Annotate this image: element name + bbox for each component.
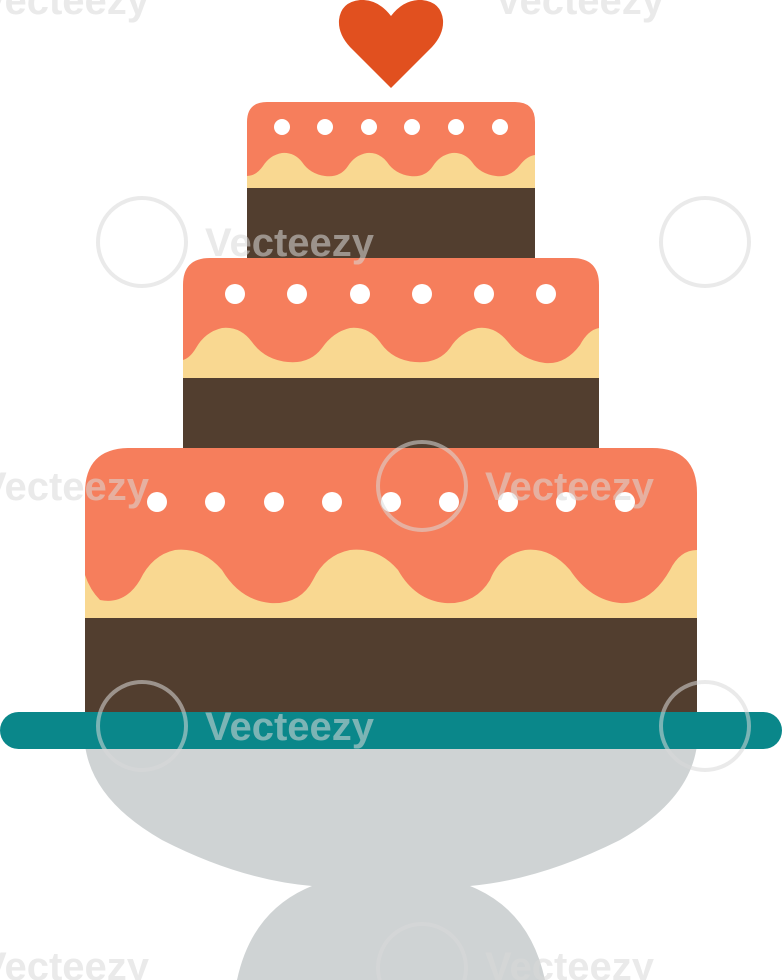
top-tier-dots <box>274 119 508 135</box>
top-tier-frosting <box>247 102 535 177</box>
watermark-text: Vecteezy <box>205 705 375 749</box>
middle-tier-frosting <box>183 258 599 364</box>
decor-dot <box>404 119 420 135</box>
watermark-logo-icon <box>376 440 468 532</box>
watermark-text: Vecteezy <box>495 0 665 23</box>
decor-dot <box>615 492 635 512</box>
stand-bowl <box>85 745 697 886</box>
decor-dot <box>322 492 342 512</box>
decor-dot <box>361 119 377 135</box>
decor-dot <box>205 492 225 512</box>
middle-tier-dots <box>225 284 556 304</box>
middle-tier <box>183 258 599 448</box>
decor-dot <box>317 119 333 135</box>
decor-dot <box>381 492 401 512</box>
watermark-logo-icon <box>659 680 751 772</box>
watermark-logo-icon <box>659 196 751 288</box>
decor-dot <box>350 284 370 304</box>
watermark-text: Vecteezy <box>205 221 375 265</box>
plate-rim <box>0 712 782 749</box>
watermark-logo-icon <box>96 680 188 772</box>
stand-base <box>237 886 545 980</box>
top-tier-sponge <box>247 186 535 258</box>
watermark: Vecteezy Vecteezy Vecteezy Vecteezy Vect… <box>0 0 751 980</box>
decor-dot <box>412 284 432 304</box>
decor-dot <box>264 492 284 512</box>
cake-stand <box>0 712 782 980</box>
decor-dot <box>498 492 518 512</box>
decor-dot <box>448 119 464 135</box>
decor-dot <box>274 119 290 135</box>
decor-dot <box>556 492 576 512</box>
bottom-tier-sponge <box>85 618 697 712</box>
bottom-tier-frosting <box>85 448 697 604</box>
watermark-text: Vecteezy <box>0 465 150 509</box>
decor-dot <box>536 284 556 304</box>
decor-dot <box>287 284 307 304</box>
watermark-text: Vecteezy <box>485 465 655 509</box>
middle-tier-sponge <box>183 376 599 448</box>
bottom-tier <box>85 448 697 712</box>
decor-dot <box>147 492 167 512</box>
watermark-text: Vecteezy <box>0 0 150 23</box>
watermark-logo-icon <box>376 922 468 980</box>
watermark-text: Vecteezy <box>0 945 150 980</box>
bottom-tier-dots <box>147 492 635 512</box>
watermark-text: Vecteezy <box>485 945 655 980</box>
top-tier <box>247 102 535 258</box>
watermark-logo-icon <box>96 196 188 288</box>
decor-dot <box>225 284 245 304</box>
heart-icon <box>338 0 444 88</box>
decor-dot <box>492 119 508 135</box>
decor-dot <box>474 284 494 304</box>
decor-dot <box>439 492 459 512</box>
